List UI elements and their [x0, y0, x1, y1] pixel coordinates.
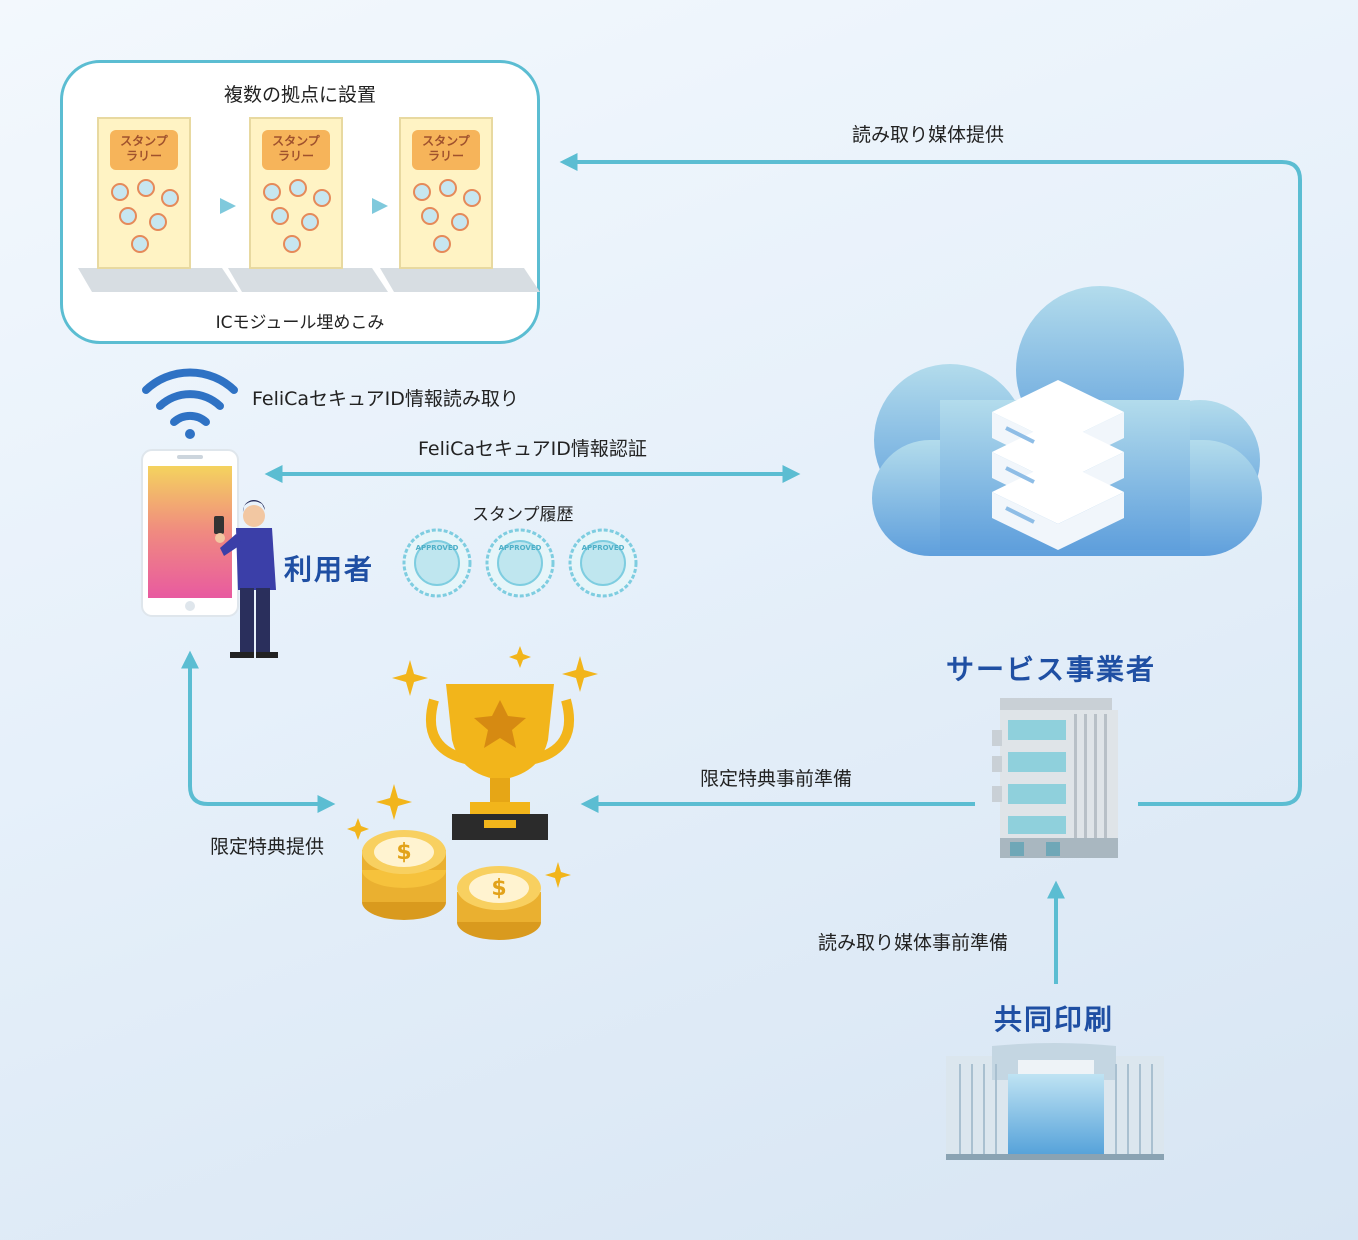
media-provide-label: 読み取り媒体提供: [852, 124, 1005, 146]
poster-title-3: スタンプラリー: [422, 134, 470, 163]
coin-dollar-1: $: [396, 840, 412, 865]
benefit-provide-label: 限定特典提供: [210, 836, 325, 858]
stand-next-arrow-2: [372, 198, 388, 214]
user-label: 利用者: [284, 553, 375, 586]
printing-company-building-icon: [946, 1043, 1164, 1160]
stamp-badge-icon: [402, 528, 472, 598]
stamp-badge-icon: [568, 528, 638, 598]
poster-title-2: スタンプラリー: [272, 134, 320, 163]
stamp-rally-stand-3: [380, 117, 540, 292]
stamp-text-1: APPROVED: [415, 544, 459, 552]
stands-title: 複数の拠点に設置: [223, 84, 376, 106]
stamp-history-label: スタンプ履歴: [472, 505, 574, 525]
benefit-prepare-label: 限定特典事前準備: [700, 768, 853, 790]
stamp-text-2: APPROVED: [498, 544, 542, 552]
sparkle-icon: [347, 646, 598, 888]
stand-next-arrow-1: [220, 198, 236, 214]
media-prepare-label: 読み取り媒体事前準備: [818, 932, 1009, 954]
stamp-text-3: APPROVED: [581, 544, 625, 552]
stamp-rally-stand-1: [78, 117, 238, 292]
wifi-icon: [142, 368, 238, 439]
cloud-server-icon: [872, 286, 1262, 556]
office-building-icon: [992, 698, 1118, 858]
coins-icon: [362, 830, 541, 940]
felica-read-label: FeliCaセキュアID情報読み取り: [252, 388, 519, 410]
trophy-icon: [425, 684, 575, 840]
printer-label: 共同印刷: [994, 1003, 1115, 1036]
media-provide-arrow: [559, 153, 1302, 806]
stands-caption: ICモジュール埋めこみ: [215, 313, 385, 333]
service-provider-label: サービス事業者: [946, 653, 1157, 686]
stamp-rally-stand-2: [228, 117, 388, 292]
felica-auth-label: FeliCaセキュアID情報認証: [418, 438, 647, 460]
benefit-provide-arrow: [181, 650, 336, 813]
poster-title-1: スタンプラリー: [120, 134, 168, 163]
coin-dollar-2: $: [491, 876, 507, 901]
stamp-badge-icon: [485, 528, 555, 598]
